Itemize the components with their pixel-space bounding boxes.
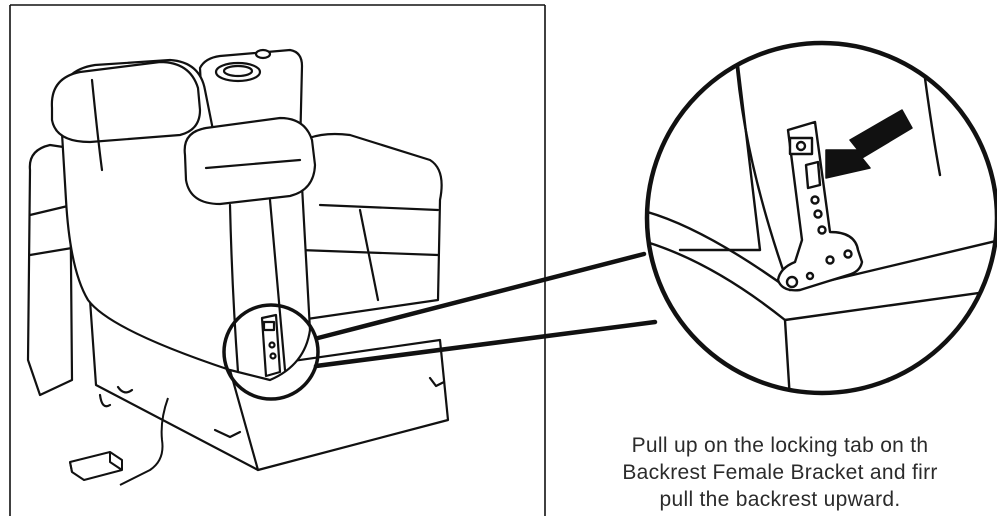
zoom-source-circle [222,303,320,401]
backrest-female-bracket-icon [647,43,997,393]
instruction-caption: Pull up on the locking tab on th Backres… [545,432,997,513]
recliner-chair-illustration [26,48,450,472]
power-adapter-icon [69,397,169,486]
illustration-panel-frame [9,4,546,516]
caption-line-3: pull the backrest upward. [659,488,901,511]
caption-line-2: Backrest Female Bracket and firr [622,461,938,484]
zoom-connector-lines [313,251,658,369]
caption-line-1: Pull up on the locking tab on th [631,434,929,457]
zoom-detail-circle [644,40,997,396]
arrow-pointer-icon [825,109,913,179]
